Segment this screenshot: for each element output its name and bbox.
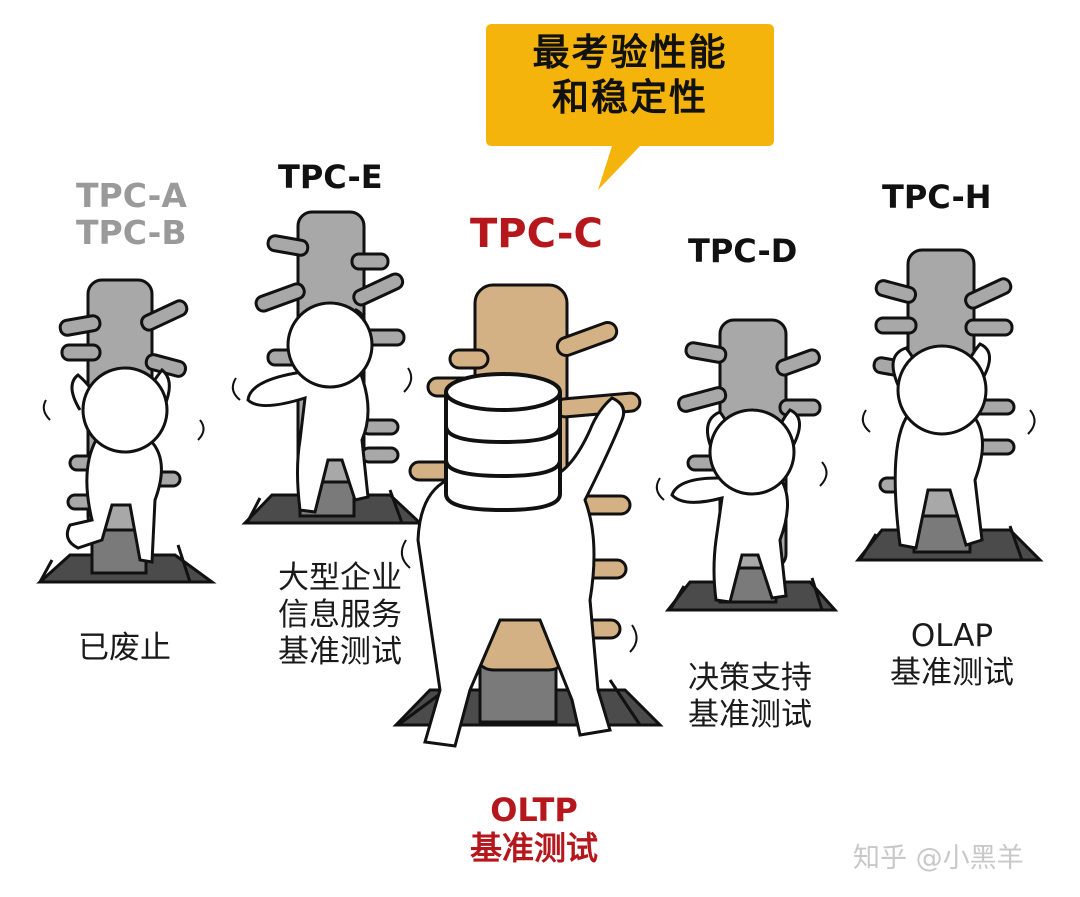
desc-tpc-e-line1: 大型企业 [278, 560, 402, 596]
desc-tpc-d: 决策支持 基准测试 [688, 660, 812, 734]
desc-tpc-h-line2: 基准测试 [890, 655, 1014, 692]
desc-tpc-h: OLAP 基准测试 [882, 618, 1022, 692]
label-tpc-a-line1: TPC-A [76, 176, 187, 215]
wooden-dummy-tpc-d [655, 318, 839, 612]
desc-tpc-h-line1: OLAP [910, 618, 994, 654]
desc-tpc-e-line2: 信息服务 [278, 597, 402, 634]
desc-tpc-a-line1: 已废止 [78, 630, 171, 666]
label-tpc-h: TPC-H [882, 178, 992, 216]
desc-tpc-c-line1: OLTP [490, 791, 578, 829]
watermark: 知乎 @小黑羊 [853, 843, 1024, 874]
wooden-dummy-tpc-e [231, 210, 424, 525]
label-tpc-a: TPC-A TPC-B [76, 176, 187, 252]
desc-tpc-e-line3: 基准测试 [278, 634, 402, 671]
desc-tpc-c-line2: 基准测试 [469, 828, 598, 867]
desc-tpc-c: OLTP 基准测试 [0, 791, 1068, 868]
bubble-line-1: 最考验性能 [532, 31, 728, 74]
desc-tpc-d-line1: 决策支持 [688, 660, 812, 696]
speech-bubble-text: 最考验性能 和稳定性 [488, 30, 772, 120]
label-tpc-a-line2: TPC-B [76, 212, 187, 252]
wooden-dummy-tpc-a [36, 278, 217, 584]
bubble-line-2: 和稳定性 [552, 76, 708, 120]
label-tpc-d: TPC-D [688, 232, 798, 270]
label-tpc-c: TPC-C [470, 211, 603, 257]
label-tpc-e: TPC-E [278, 158, 383, 196]
speech-bubble [486, 24, 774, 190]
wooden-dummy-tpc-c [392, 283, 664, 748]
desc-tpc-a: 已废止 [78, 630, 171, 667]
desc-tpc-d-line2: 基准测试 [688, 697, 812, 734]
wooden-dummy-tpc-h [854, 248, 1044, 562]
desc-tpc-e: 大型企业 信息服务 基准测试 [278, 560, 402, 672]
